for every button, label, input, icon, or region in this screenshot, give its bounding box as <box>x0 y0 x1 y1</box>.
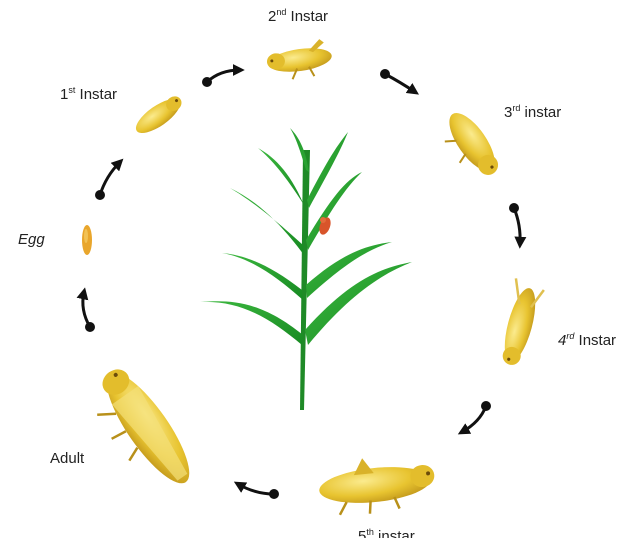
leafhopper-icon <box>316 451 437 519</box>
label-1st-instar: 1st Instar <box>60 86 117 103</box>
label-4th-instar: 4rd Instar <box>558 332 616 349</box>
label-adult: Adult <box>50 450 84 467</box>
leafhopper-icon <box>131 92 187 139</box>
curved-arrow-icon <box>83 292 95 332</box>
curved-arrow-icon <box>95 162 120 200</box>
curved-arrow-icon <box>202 70 240 87</box>
leafhopper-icon <box>494 278 545 368</box>
label-5th-instar: 5th instar <box>358 528 415 538</box>
leafhopper-icon <box>265 38 334 83</box>
label-egg: Egg <box>18 231 45 248</box>
leaf <box>258 148 306 210</box>
leaf <box>307 132 348 208</box>
leaf <box>222 253 303 300</box>
label-2nd-instar: 2nd Instar <box>268 8 328 25</box>
curved-arrow-icon <box>462 401 491 432</box>
leaf <box>306 172 362 250</box>
egg-icon <box>82 225 92 255</box>
leafhopper-icon <box>80 361 203 503</box>
curved-arrow-icon <box>380 69 415 92</box>
maize-plant-icon <box>200 128 412 410</box>
curved-arrow-icon <box>238 484 279 499</box>
leaf <box>230 188 304 255</box>
leaf <box>200 301 303 345</box>
curved-arrow-icon <box>509 203 520 244</box>
label-3rd-instar: 3rd instar <box>504 104 561 121</box>
leafhopper-icon <box>434 106 505 186</box>
